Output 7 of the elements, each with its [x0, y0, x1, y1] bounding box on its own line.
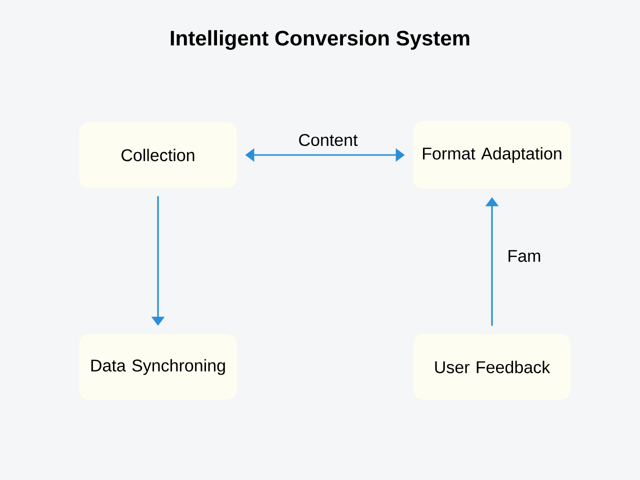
- process-box: Format Adaptation: [412, 120, 572, 190]
- edge-label: Content: [296, 132, 360, 148]
- process-box: Data Synchroning: [78, 334, 238, 400]
- title: Intelligent Conversion System: [170, 30, 470, 50]
- edge-label: Fam: [505, 248, 544, 264]
- process-box: User Feedback: [412, 334, 572, 400]
- process-box: Collection: [78, 122, 238, 188]
